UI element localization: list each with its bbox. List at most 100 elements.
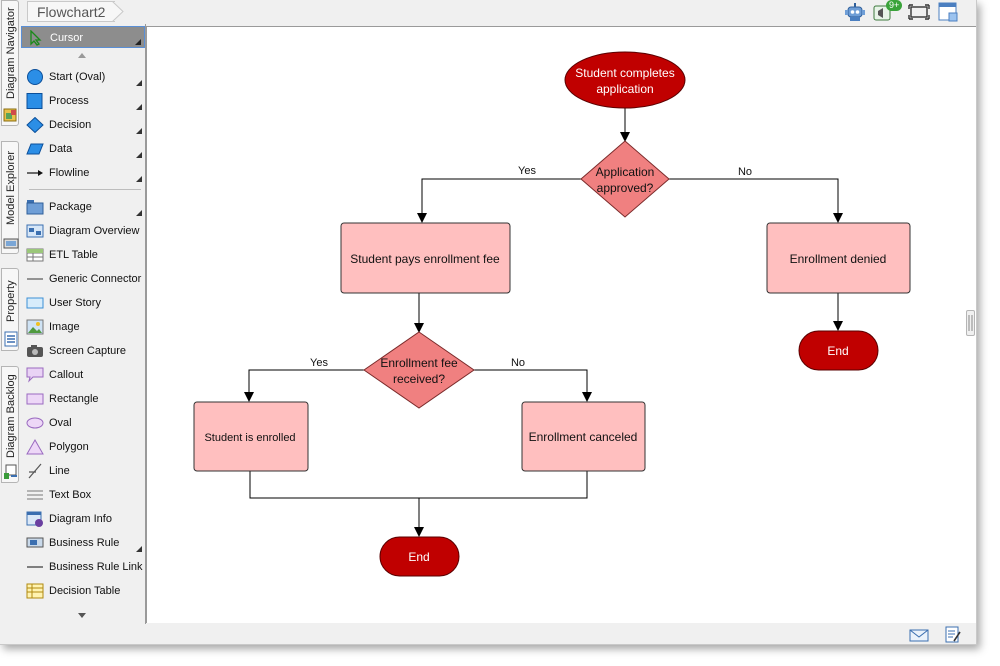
more-options-icon[interactable] [136,128,142,134]
node-process-canceled[interactable]: Enrollment canceled [521,401,646,472]
connector-merge-to-end[interactable] [249,471,588,536]
palette-item-line[interactable]: Line [21,460,145,482]
tab-diagram-backlog-label: Diagram Backlog [5,374,17,458]
palette-item-etl-table[interactable]: ETL Table [21,244,145,266]
side-panel-tabs: Diagram Navigator Model Explorer Propert… [0,0,20,644]
palette-item-label: Data [49,143,73,155]
palette-item-screen-capture[interactable]: Screen Capture [21,340,145,362]
scroll-up-icon[interactable] [77,52,87,59]
process-icon [26,93,43,109]
node-process-enrolled[interactable]: Student is enrolled [193,401,309,472]
palette-item-text-box[interactable]: Text Box [21,484,145,506]
model-explorer-icon [3,238,19,249]
palette-item-decision[interactable]: Decision [21,114,145,136]
tab-property[interactable]: Property [1,268,19,351]
diagram-navigator-icon [3,108,17,122]
app-window: Flowchart2 9+ Diagram Navigator [0,0,977,645]
data-icon [26,143,44,155]
palette-item-user-story[interactable]: User Story [21,292,145,314]
palette-item-label: Screen Capture [49,345,127,357]
more-options-icon[interactable] [136,176,142,182]
more-options-icon[interactable] [135,39,141,45]
robot-icon[interactable] [843,1,867,23]
node-decision-fee[interactable]: Enrollment fee received? [363,331,475,409]
palette-item-rectangle[interactable]: Rectangle [21,388,145,410]
more-options-icon[interactable] [136,152,142,158]
palette-item-label: User Story [49,297,101,309]
etl-table-icon [26,248,44,262]
more-options-icon[interactable] [136,80,142,86]
palette-item-label: Image [49,321,80,333]
property-icon [4,331,18,347]
node-process-pays[interactable]: Student pays enrollment fee [340,222,511,294]
tab-model-explorer[interactable]: Model Explorer [1,141,19,254]
edge-label-fee-no: No [511,357,525,369]
palette-item-diagram-overview[interactable]: Diagram Overview [21,220,145,242]
diagram-tab[interactable]: Flowchart2 [27,1,116,22]
flowline-icon [27,170,43,176]
tab-model-explorer-label: Model Explorer [5,151,17,225]
fit-diagram-icon[interactable] [907,1,931,23]
node-end-main[interactable]: End [379,536,460,577]
node-pays-label: Student pays enrollment fee [350,252,500,266]
node-end-denied[interactable]: End [798,330,879,371]
palette-item-decision-table[interactable]: Decision Table [21,580,145,602]
palette-item-start-oval[interactable]: Start (Oval) [21,66,145,88]
connector-fee-yes[interactable] [244,369,364,402]
palette-item-oval[interactable]: Oval [21,412,145,434]
node-start-line1: Student completes [575,66,674,80]
node-process-denied[interactable]: Enrollment denied [766,222,911,294]
connector-approved-yes[interactable] [417,178,582,223]
palette-item-polygon[interactable]: Polygon [21,436,145,458]
palette-item-business-rule-link[interactable]: Business Rule Link [21,556,145,578]
palette-item-image[interactable]: Image [21,316,145,338]
cursor-icon [30,30,42,46]
node-approved-line2: approved? [597,181,654,195]
status-bar [0,624,976,644]
connector-fee-no[interactable] [474,369,592,402]
decision-table-icon [26,583,44,599]
edit-note-icon[interactable] [944,626,962,644]
mail-icon[interactable] [909,627,929,643]
palette-item-diagram-info[interactable]: Diagram Info [21,508,145,530]
palette-item-label: Diagram Info [49,513,112,525]
panel-resize-handle[interactable] [966,310,975,336]
shape-palette: Cursor Start (Oval) Process Decision Dat… [21,24,146,624]
palette-item-label: Business Rule Link [49,561,143,573]
tab-diagram-navigator[interactable]: Diagram Navigator [1,0,19,126]
more-options-icon[interactable] [136,210,142,216]
palette-item-label: Oval [49,417,72,429]
oval-icon [26,417,44,429]
palette-item-label: Decision [49,119,92,131]
callout-icon [26,367,44,383]
node-fee-line1: Enrollment fee [380,356,458,370]
node-decision-approved[interactable]: Application approved? [580,140,670,218]
palette-item-label: Diagram Overview [49,225,140,237]
diagram-canvas[interactable]: Yes No Yes No Student completes applicat… [146,26,976,623]
text-box-icon [27,490,43,500]
tab-diagram-backlog[interactable]: Diagram Backlog [1,366,19,483]
palette-item-business-rule[interactable]: Business Rule [21,532,145,554]
palette-item-data[interactable]: Data [21,138,145,160]
palette-item-callout[interactable]: Callout [21,364,145,386]
palette-item-generic-connector[interactable]: Generic Connector [21,268,145,290]
flowchart: Yes No Yes No Student completes applicat… [193,51,911,577]
generic-connector-icon [27,278,43,280]
tab-arrow-icon [112,1,124,22]
more-options-icon[interactable] [136,546,142,552]
palette-item-flowline[interactable]: Flowline [21,162,145,184]
palette-item-label: Rectangle [49,393,99,405]
tab-property-label: Property [5,280,17,322]
palette-item-cursor[interactable]: Cursor [21,26,145,48]
palette-item-process[interactable]: Process [21,90,145,112]
connector-approved-no[interactable] [668,178,843,223]
palette-item-label: Business Rule [49,537,120,549]
window-layout-icon[interactable] [936,1,960,23]
palette-item-package[interactable]: Package [21,196,145,218]
more-options-icon[interactable] [136,104,142,110]
megaphone-icon[interactable] [872,1,896,23]
notification-badge: 9+ [886,0,903,11]
node-start[interactable]: Student completes application [564,51,686,109]
palette-item-label: Cursor [50,32,84,44]
scroll-down-icon[interactable] [77,612,87,619]
